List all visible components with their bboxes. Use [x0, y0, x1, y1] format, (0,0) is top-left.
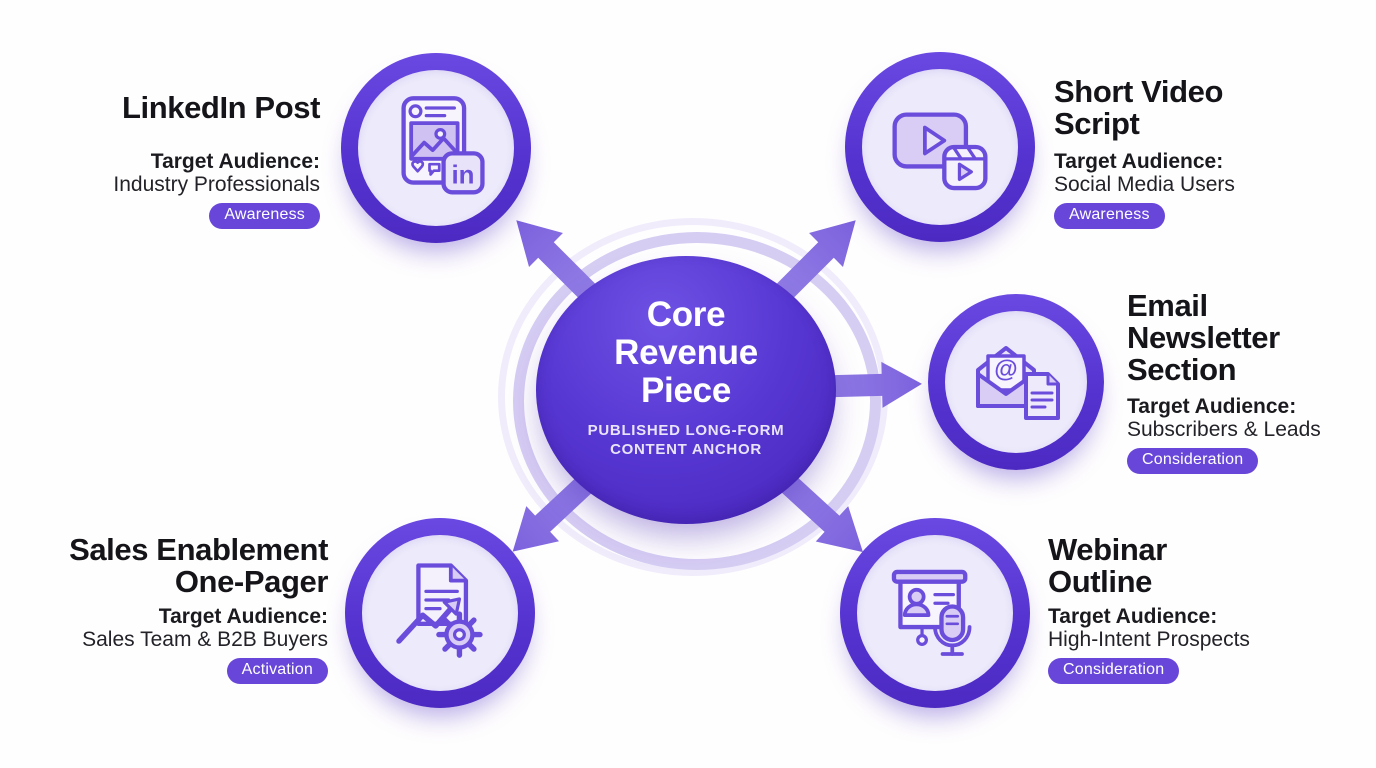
core-revenue-piece-hub: Core Revenue Piece PUBLISHED LONG-FORM C… [536, 256, 836, 524]
node-title: Short Video Script [1054, 74, 1223, 141]
linkedin-post-icon: in [401, 96, 485, 195]
linkedin-post-disc-inner: in [358, 70, 514, 226]
node-webinar-outline: Webinar Outline Target Audience: High-In… [1048, 532, 1250, 684]
short-video-disc [845, 52, 1035, 242]
target-audience-label: Target Audience: [1048, 605, 1218, 628]
webinar-icon [891, 569, 972, 656]
audience-value: Subscribers & Leads [1127, 418, 1321, 441]
target-audience-label: Target Audience: [1127, 395, 1297, 418]
hub-subtitle: PUBLISHED LONG-FORM CONTENT ANCHOR [587, 422, 785, 458]
hub-title: Core Revenue Piece [614, 295, 758, 410]
short-video-disc-inner [862, 69, 1018, 225]
sales-one-pager-icon [396, 563, 483, 658]
node-title: Sales Enablement One-Pager [69, 532, 328, 599]
short-video-icon [892, 112, 988, 191]
audience-value: Industry Professionals [113, 173, 320, 196]
stage-badge: Activation [226, 658, 328, 684]
node-title: Email Newsletter Section [1127, 288, 1280, 387]
node-title: Webinar Outline [1048, 532, 1167, 599]
node-title: LinkedIn Post [121, 90, 320, 125]
sales-one-pager-disc [345, 518, 535, 708]
audience-value: Social Media Users [1054, 173, 1235, 196]
webinar-disc [840, 518, 1030, 708]
node-linkedin-post: LinkedIn Post Target Audience: Industry … [60, 92, 320, 229]
audience-value: High-Intent Prospects [1048, 628, 1250, 651]
svg-text:@: @ [994, 356, 1017, 383]
webinar-disc-inner [857, 535, 1013, 691]
stage-badge: Consideration [1127, 448, 1259, 474]
target-audience-label: Target Audience: [1054, 150, 1224, 173]
node-email-newsletter-section: Email Newsletter Section Target Audience… [1127, 288, 1321, 474]
svg-text:in: in [451, 162, 474, 190]
stage-badge: Awareness [1054, 203, 1165, 229]
node-sales-enablement-one-pager: Sales Enablement One-Pager Target Audien… [48, 534, 328, 684]
email-newsletter-icon: @ [976, 346, 1060, 420]
stage-badge: Awareness [209, 203, 320, 229]
email-newsletter-disc: @ [928, 294, 1104, 470]
target-audience-label: Target Audience: [158, 605, 328, 628]
node-short-video-script: Short Video Script Target Audience: Soci… [1054, 76, 1284, 229]
sales-one-pager-disc-inner [362, 535, 518, 691]
stage-badge: Consideration [1048, 658, 1180, 684]
audience-value: Sales Team & B2B Buyers [82, 628, 328, 651]
email-newsletter-disc-inner: @ [945, 311, 1087, 453]
linkedin-post-disc: in [341, 53, 531, 243]
target-audience-label: Target Audience: [150, 150, 320, 173]
